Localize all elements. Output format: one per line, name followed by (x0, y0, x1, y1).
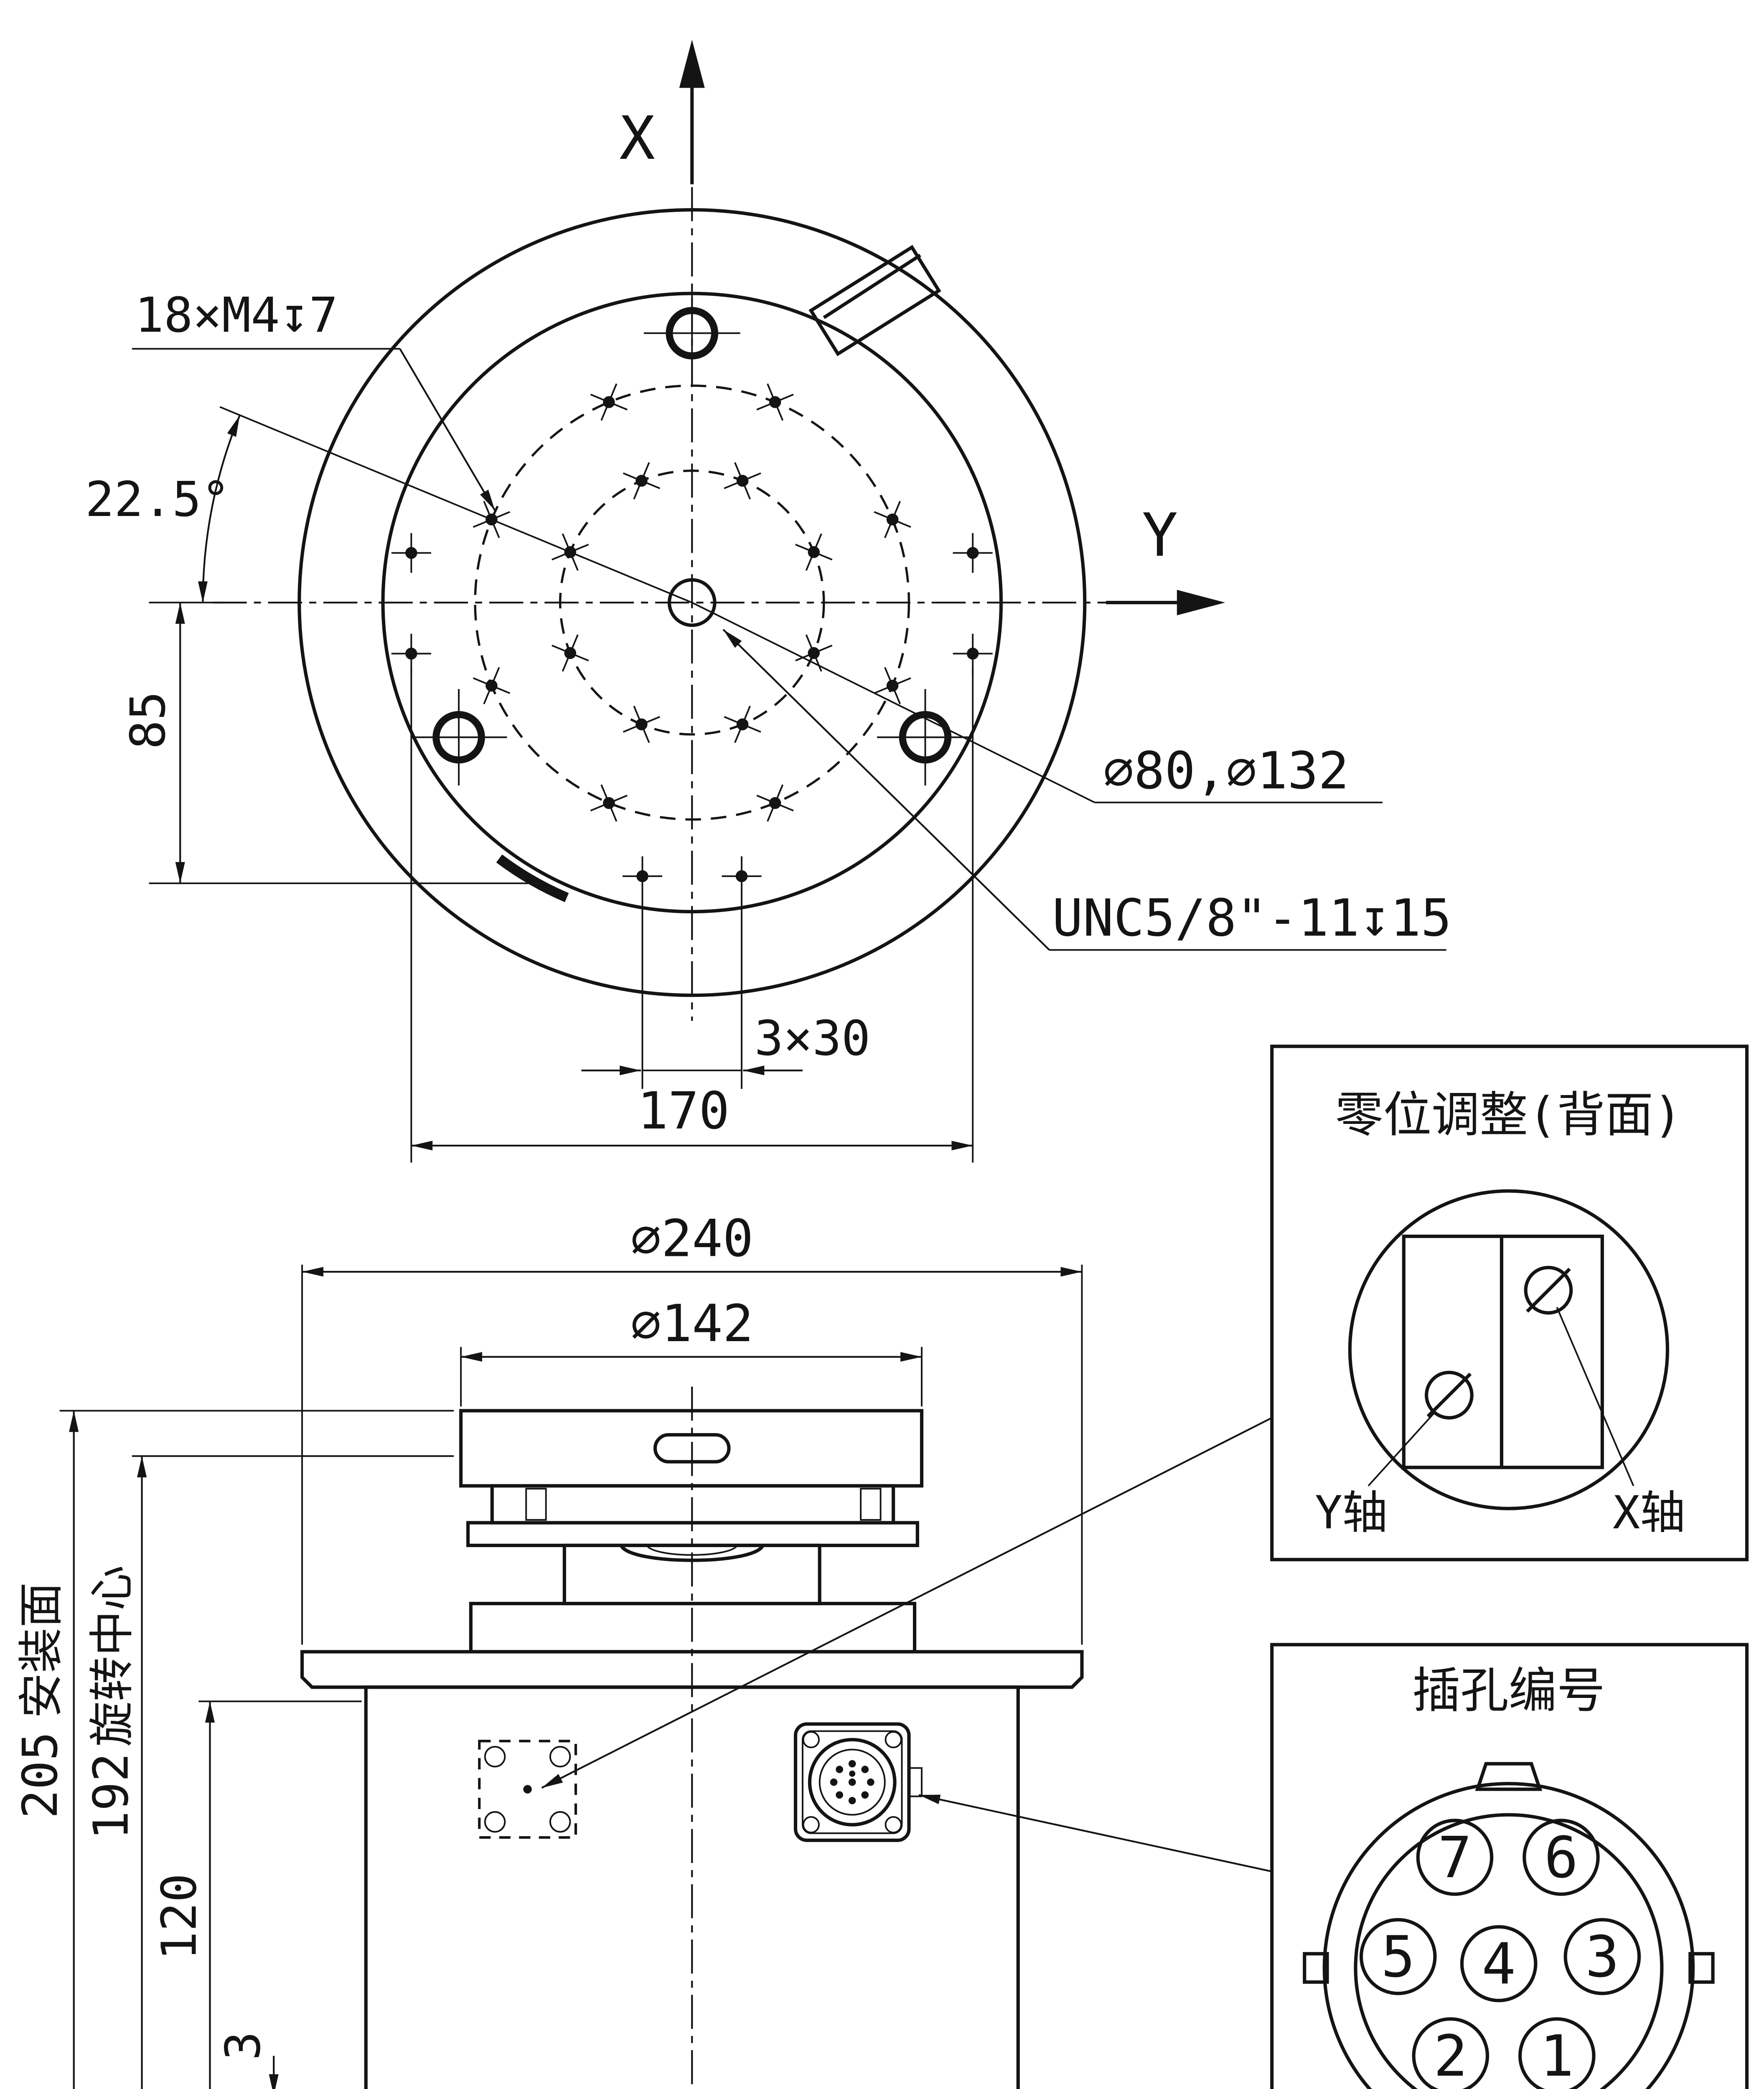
bolt-pattern-note: 18×M4↧7 (135, 287, 338, 343)
dim-240: ∅240 (630, 1209, 753, 1268)
leader-zero-adjust (541, 1417, 1273, 1789)
adjust-screws-hidden-outline (478, 1740, 577, 1839)
pin-2: 2 (1412, 2017, 1489, 2089)
rim-mark (496, 854, 569, 902)
dim-3: 3 (215, 2031, 271, 2060)
pin-numbering-detail: 插孔编号 7 6 5 4 3 (1270, 1643, 1749, 2089)
y-axis-arrow-icon (1177, 590, 1225, 615)
pin-3: 3 (1563, 1918, 1641, 1995)
dim-85-lines (149, 602, 539, 884)
bolt-circle-80 (559, 469, 825, 736)
main-body (364, 1685, 1020, 2089)
mounting-surface-note: 安装面 (15, 1582, 68, 1718)
pin-6: 6 (1523, 1819, 1600, 1896)
thread-note-leader (722, 629, 1446, 951)
pin-1: 1 (1518, 2017, 1596, 2089)
dim-240-lines (301, 1264, 1083, 1645)
diameter-leader-line (691, 602, 1095, 803)
angle-dimension: 22.5° (85, 472, 230, 528)
dim-170-lines (410, 669, 974, 1163)
pin-7: 7 (1416, 1819, 1494, 1896)
y-axis-label: Y (1142, 501, 1178, 570)
pin-1-label: 1 (1540, 2023, 1574, 2089)
leader-y-screw (1367, 1411, 1436, 1487)
pin-5: 5 (1359, 1918, 1437, 1995)
center-thread-hole (667, 578, 717, 627)
dim-192: 192 (84, 1753, 140, 1840)
top-view: X Y (85, 40, 1451, 1163)
pin-6-label: 6 (1544, 1825, 1578, 1891)
pin-3-label: 3 (1585, 1924, 1619, 1990)
outer-flange-circle (297, 208, 1087, 997)
dim-170: 170 (638, 1081, 730, 1141)
connector-keying-tabs (1303, 1762, 1715, 1984)
detail-frame (1270, 1643, 1749, 2089)
device-profile (300, 1409, 1084, 2089)
diameter-note: ∅80,∅132 (1103, 741, 1349, 801)
front-view: ∅240 ∅142 (13, 1209, 1273, 2089)
pin-4-label: 4 (1482, 1931, 1516, 1997)
y-axis-screw (1425, 1370, 1474, 1420)
pin-5-label: 5 (1381, 1924, 1415, 1990)
connector (793, 1722, 923, 1842)
leader-x-screw (1556, 1307, 1634, 1487)
x-axis-screw-label: X轴 (1613, 1486, 1685, 1539)
x-axis-screw (1524, 1266, 1573, 1315)
top-slot (653, 1433, 731, 1464)
leader-connector (918, 1794, 1272, 1873)
pin-4: 4 (1460, 1925, 1538, 2003)
thread-note: UNC5/8"-11↧15 (1052, 889, 1451, 948)
dim-205: 205 (13, 1731, 69, 1818)
pin-7-label: 7 (1438, 1825, 1472, 1891)
dim-3-lines (269, 2056, 279, 2089)
angle-arc (198, 415, 241, 603)
dim-3x30: 3×30 (755, 1011, 871, 1067)
dim-120-lines (198, 1700, 362, 2089)
dim-142: ∅142 (630, 1294, 753, 1353)
zero-adjust-title: 零位调整(背面) (1335, 1087, 1682, 1143)
bolt-circle-132 (474, 384, 910, 821)
mounting-flange (300, 1650, 1084, 1689)
bolt-note-leader (132, 348, 496, 511)
pin-detail-title: 插孔编号 (1412, 1663, 1605, 1719)
rotation-center-note: 旋转中心 (86, 1565, 139, 1746)
dim-192-lines (132, 1455, 454, 2089)
connector-pins (830, 1760, 874, 1804)
zero-adjust-detail: 零位调整(背面) Y轴 X轴 (1270, 1044, 1749, 1561)
x-axis-arrow-icon (679, 40, 705, 88)
dim-205-lines (59, 1410, 454, 2089)
dim-120: 120 (152, 1873, 208, 1960)
x-axis-label: X (619, 104, 655, 173)
detail-frame (1270, 1044, 1749, 1561)
y-axis-screw-label: Y轴 (1315, 1486, 1388, 1539)
hub-dome (619, 1544, 765, 1562)
angle-construction-line (219, 406, 693, 604)
dim-3x30-lines (581, 893, 803, 1089)
dim-142-lines (460, 1347, 923, 1407)
pin-2-label: 2 (1434, 2023, 1468, 2089)
dim-85: 85 (120, 691, 176, 749)
rim-connector-tab (808, 245, 941, 356)
